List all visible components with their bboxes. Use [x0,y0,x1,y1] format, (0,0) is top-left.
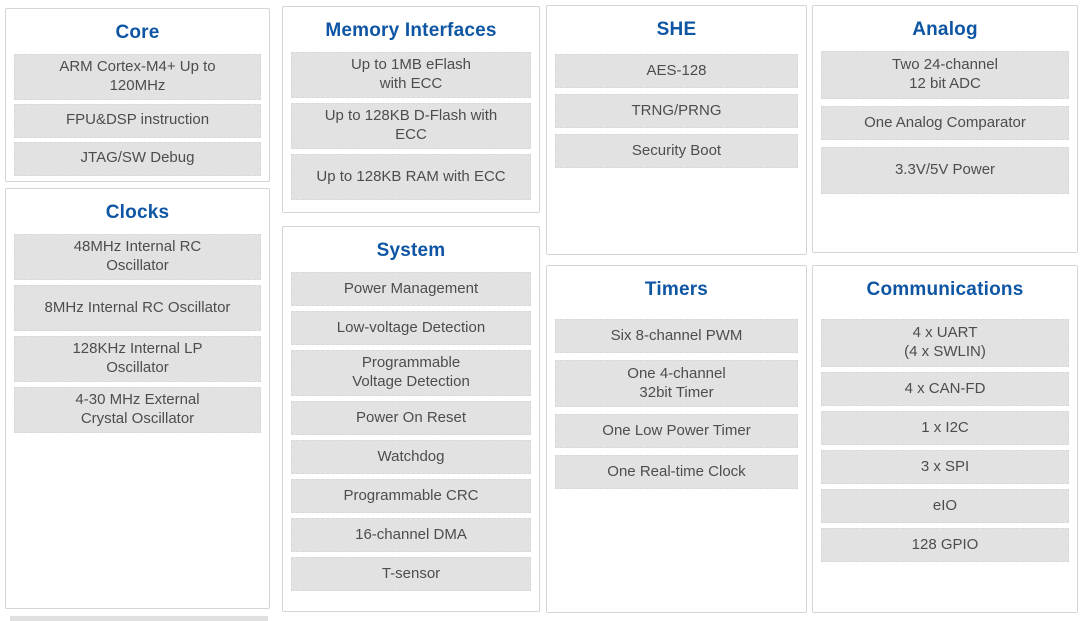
panel-core: Core ARM Cortex-M4+ Up to 120MHz FPU&DSP… [5,8,270,182]
panel-clocks: Clocks 48MHz Internal RC Oscillator 8MHz… [5,188,270,609]
feature-item-128khz-lp: 128KHz Internal LP Oscillator [14,336,261,382]
feature-item-8mhz-rc: 8MHz Internal RC Oscillator [14,285,261,331]
feature-item-dflash: Up to 128KB D-Flash with ECC [291,103,531,149]
feature-item-32bit-timer: One 4-channel 32bit Timer [555,360,798,407]
panel-system-items: Power Management Low-voltage Detection P… [283,272,539,591]
feature-item-i2c: 1 x I2C [821,411,1069,445]
feature-item-pwm: Six 8-channel PWM [555,319,798,353]
feature-item-security-boot: Security Boot [555,134,798,168]
panel-communications-items: 4 x UART (4 x SWLIN) 4 x CAN-FD 1 x I2C … [813,311,1077,562]
panel-timers-items: Six 8-channel PWM One 4-channel 32bit Ti… [547,311,806,489]
feature-item-gpio: 128 GPIO [821,528,1069,562]
feature-item-low-power-timer: One Low Power Timer [555,414,798,448]
feature-item-programmable-voltage-detection: Programmable Voltage Detection [291,350,531,396]
panel-analog-title: Analog [912,19,978,40]
panel-core-items: ARM Cortex-M4+ Up to 120MHz FPU&DSP inst… [6,54,269,176]
panel-memory-interfaces-items: Up to 1MB eFlash with ECC Up to 128KB D-… [283,52,539,200]
feature-item-dma: 16-channel DMA [291,518,531,552]
panel-communications-title: Communications [866,279,1024,300]
feature-item-trng-prng: TRNG/PRNG [555,94,798,128]
panel-clocks-title: Clocks [105,202,170,223]
feature-item-aes-128: AES-128 [555,54,798,88]
feature-item-spi: 3 x SPI [821,450,1069,484]
feature-item-rtc: One Real-time Clock [555,455,798,489]
feature-item-cpu: ARM Cortex-M4+ Up to 120MHz [14,54,261,100]
feature-item-ram: Up to 128KB RAM with ECC [291,154,531,200]
feature-item-jtag-sw-debug: JTAG/SW Debug [14,141,261,176]
feature-item-can-fd: 4 x CAN-FD [821,372,1069,406]
panel-she-items: AES-128 TRNG/PRNG Security Boot [547,51,806,168]
feature-item-watchdog: Watchdog [291,440,531,474]
panel-clocks-items: 48MHz Internal RC Oscillator 8MHz Intern… [6,234,269,433]
feature-item-power: 3.3V/5V Power [821,147,1069,194]
feature-item-power-on-reset: Power On Reset [291,401,531,435]
panel-timers: Timers Six 8-channel PWM One 4-channel 3… [546,265,807,613]
panel-analog: Analog Two 24-channel 12 bit ADC One Ana… [812,5,1078,253]
feature-item-adc: Two 24-channel 12 bit ADC [821,51,1069,99]
panel-she: SHE AES-128 TRNG/PRNG Security Boot [546,5,807,255]
feature-item-programmable-crc: Programmable CRC [291,479,531,513]
panel-system: System Power Management Low-voltage Dete… [282,226,540,612]
panel-she-title: SHE [656,19,697,40]
feature-item-fpu-dsp: FPU&DSP instruction [14,103,261,138]
feature-item-low-voltage-detection: Low-voltage Detection [291,311,531,345]
feature-item-external-crystal: 4-30 MHz External Crystal Oscillator [14,387,261,433]
panel-timers-title: Timers [644,279,709,300]
panel-core-title: Core [115,22,160,43]
panel-analog-items: Two 24-channel 12 bit ADC One Analog Com… [813,51,1077,194]
feature-item-power-management: Power Management [291,272,531,306]
feature-item-eio: eIO [821,489,1069,523]
panel-system-title: System [376,240,446,261]
feature-item-eflash: Up to 1MB eFlash with ECC [291,52,531,98]
feature-item-48mhz-rc: 48MHz Internal RC Oscillator [14,234,261,280]
panel-memory-interfaces-title: Memory Interfaces [325,20,497,41]
panel-memory-interfaces: Memory Interfaces Up to 1MB eFlash with … [282,6,540,213]
feature-item-analog-comparator: One Analog Comparator [821,106,1069,140]
feature-item-t-sensor: T-sensor [291,557,531,591]
panel-communications: Communications 4 x UART (4 x SWLIN) 4 x … [812,265,1078,613]
cropped-item-fragment [10,616,268,621]
feature-item-uart: 4 x UART (4 x SWLIN) [821,319,1069,367]
